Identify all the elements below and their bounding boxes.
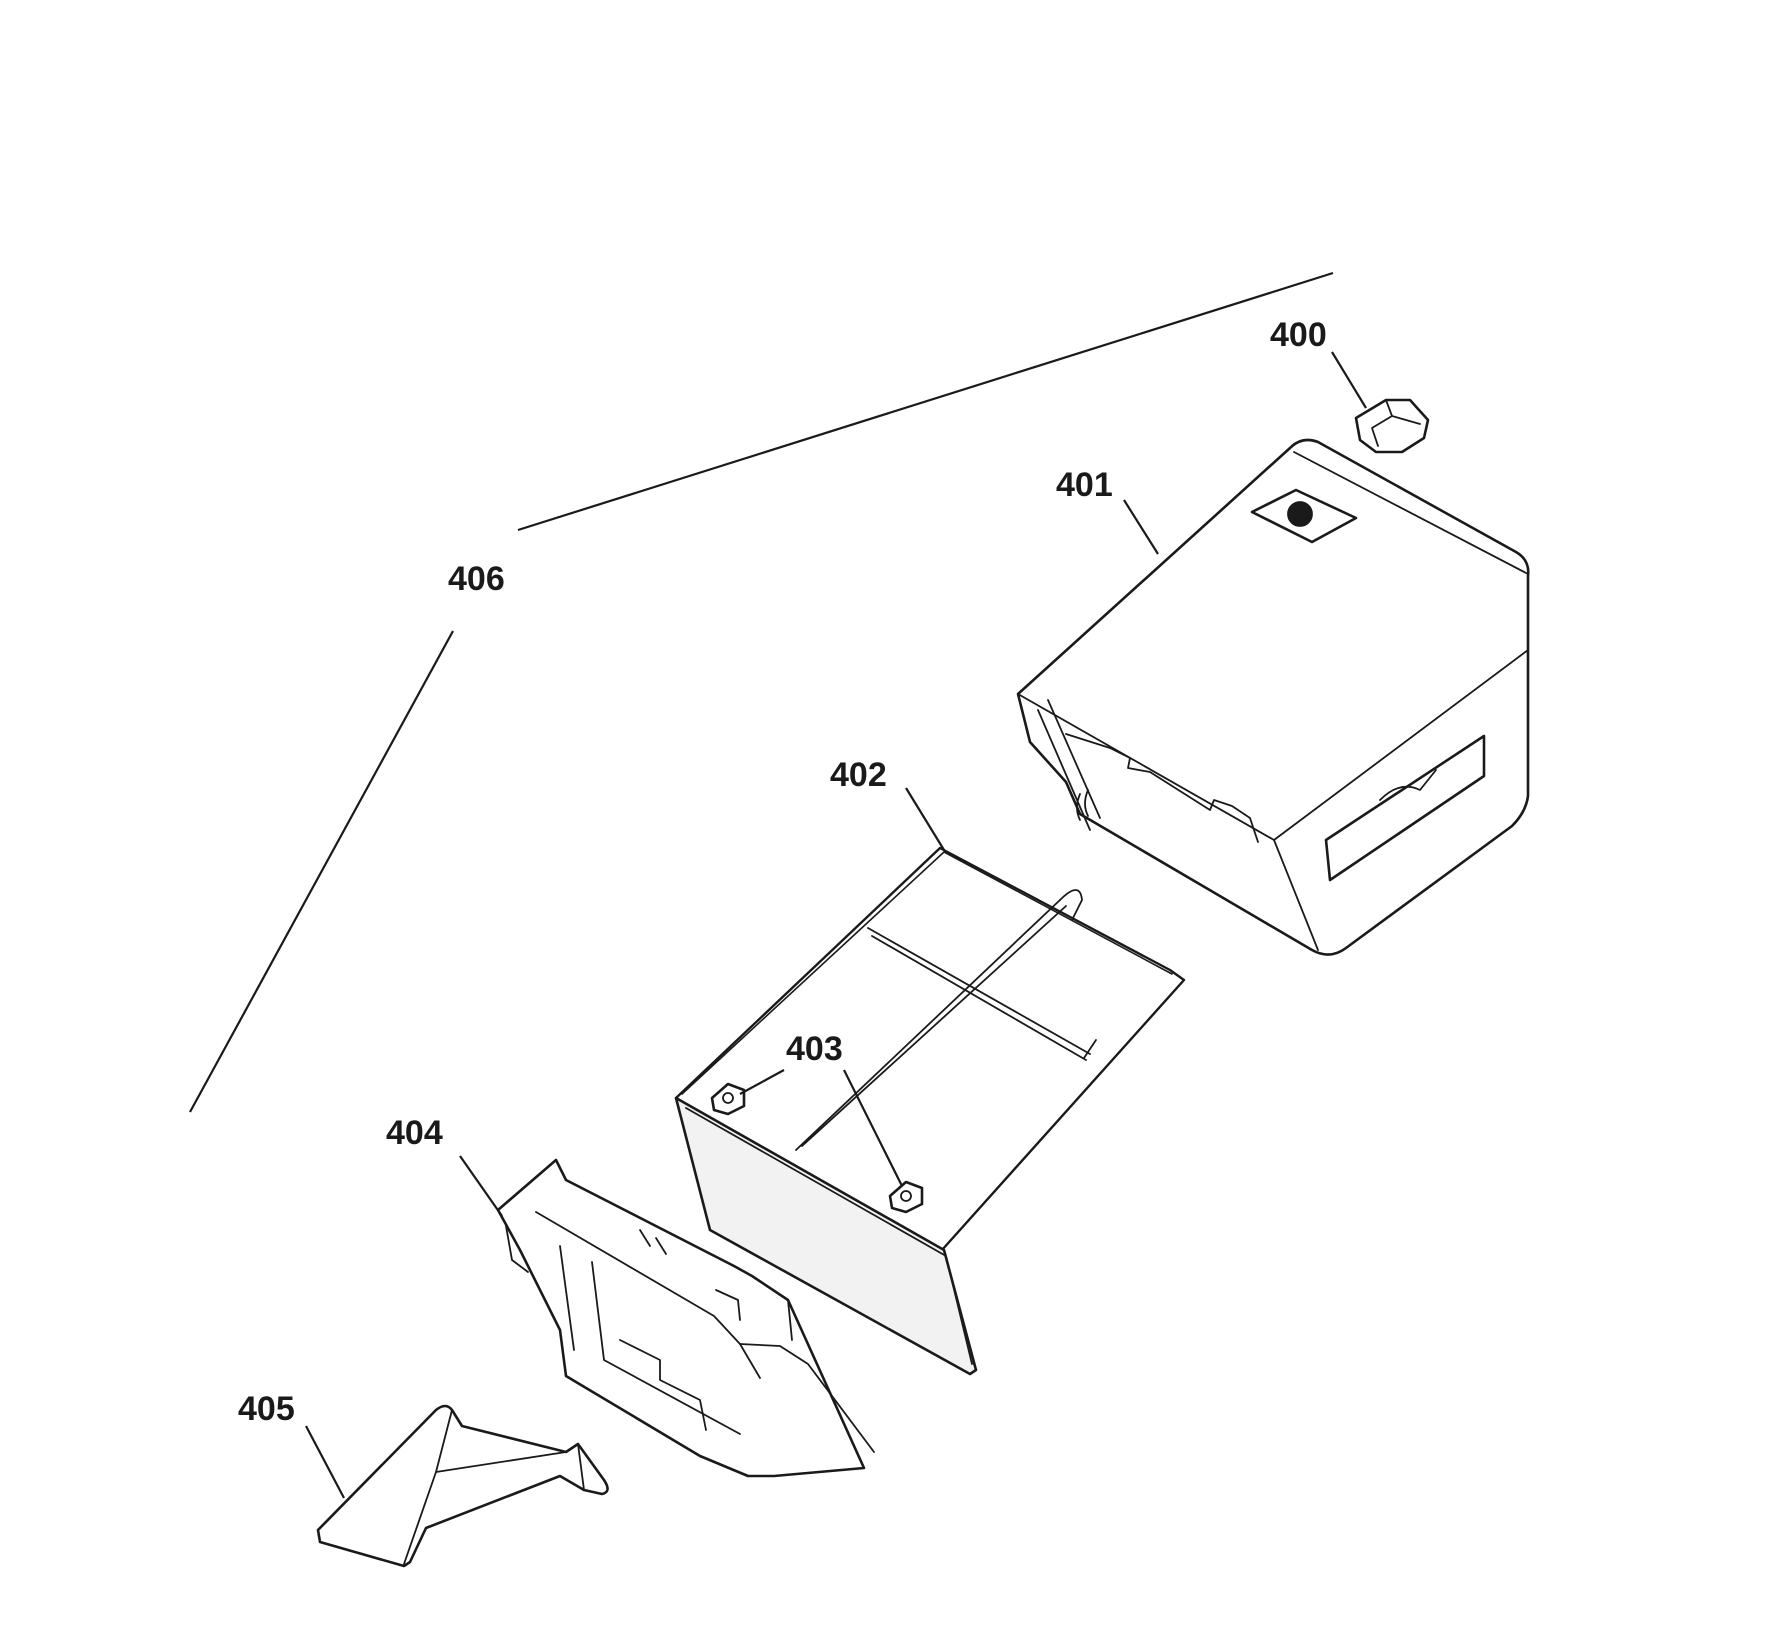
assembly-bracket-406 <box>189 271 1334 1113</box>
part-401-bag-cover <box>1016 438 1530 956</box>
part-404-bracket <box>496 1158 875 1478</box>
leader-401 <box>1123 499 1159 555</box>
part-400-cap <box>1354 398 1430 454</box>
callout-402: 402 <box>830 756 887 794</box>
leader-403a <box>739 1069 785 1095</box>
callout-400: 400 <box>1270 316 1327 354</box>
leader-lines <box>305 351 1367 1499</box>
part-405-chute <box>316 1404 609 1568</box>
callout-406: 406 <box>448 560 505 598</box>
leader-405 <box>305 1425 345 1499</box>
callout-401: 401 <box>1056 466 1113 504</box>
leader-403b <box>843 1069 903 1187</box>
callout-403: 403 <box>786 1030 843 1068</box>
callout-labels: 400 401 402 403 404 405 406 <box>238 316 1327 1428</box>
callout-405: 405 <box>238 1390 295 1428</box>
leader-402 <box>905 787 945 851</box>
callout-404: 404 <box>386 1114 443 1152</box>
leader-400 <box>1331 351 1367 409</box>
bag-panel <box>674 1096 978 1376</box>
part-403-clips <box>710 1082 924 1214</box>
leader-404 <box>459 1155 503 1217</box>
part-402-frame <box>674 846 1186 1252</box>
